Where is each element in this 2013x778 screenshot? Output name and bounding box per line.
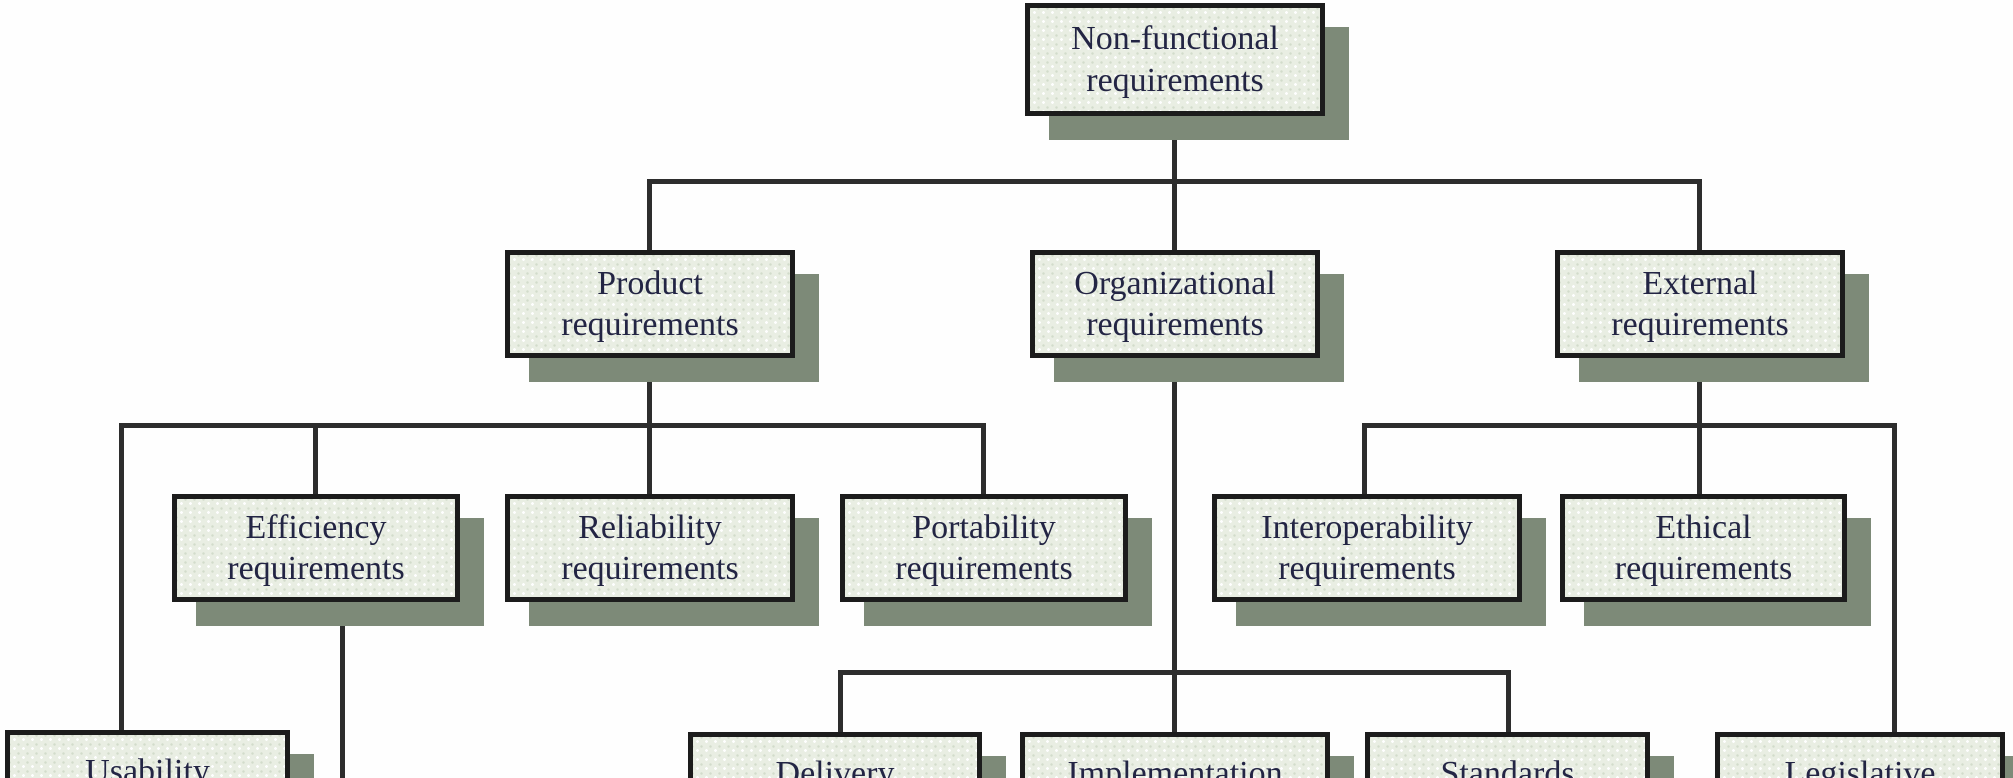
node-implementation-requirements: Implementation (1020, 732, 1330, 778)
connector-drop-usability (119, 423, 124, 733)
node-standards-requirements: Standards (1365, 732, 1650, 778)
node-interoperability-requirements: Interoperability requirements (1212, 494, 1522, 602)
connector-level1-bar (648, 179, 1702, 184)
connector-drop-external (1697, 179, 1702, 254)
node-label: Non-functional requirements (1071, 20, 1279, 99)
connector-drop-portability (981, 423, 986, 498)
node-label: External requirements (1611, 264, 1789, 343)
node-label: Standards (1440, 755, 1575, 778)
node-external-requirements: External requirements (1555, 250, 1845, 358)
connector-product-bar (119, 423, 986, 428)
connector-efficiency-stem (340, 600, 345, 778)
node-nonfunctional-requirements: Non-functional requirements (1025, 3, 1325, 116)
node-legislative-requirements: Legislative (1715, 732, 2005, 778)
node-label: Reliability requirements (561, 508, 739, 587)
connector-drop-legislative (1892, 423, 1897, 734)
node-efficiency-requirements: Efficiency requirements (172, 494, 460, 602)
node-label: Implementation (1067, 755, 1283, 778)
connector-organizational-stem (1172, 356, 1177, 734)
node-usability-requirements: Usability (5, 730, 290, 778)
node-label: Portability requirements (895, 508, 1073, 587)
node-ethical-requirements: Ethical requirements (1560, 494, 1847, 602)
node-label: Organizational requirements (1074, 264, 1276, 343)
node-label: Delivery (775, 755, 895, 778)
node-label: Interoperability requirements (1261, 508, 1473, 587)
connector-drop-efficiency (313, 423, 318, 498)
node-label: Efficiency requirements (227, 508, 405, 587)
node-label: Legislative (1784, 755, 1936, 778)
node-organizational-requirements: Organizational requirements (1030, 250, 1320, 358)
node-label: Usability (85, 753, 210, 778)
connector-organizational-bar (838, 670, 1511, 675)
connector-drop-product (647, 179, 652, 254)
connector-external-bar (1362, 423, 1897, 428)
connector-drop-standards (1506, 670, 1511, 734)
node-product-requirements: Product requirements (505, 250, 795, 358)
node-portability-requirements: Portability requirements (840, 494, 1128, 602)
node-delivery-requirements: Delivery (688, 732, 982, 778)
node-label: Product requirements (561, 264, 739, 343)
connector-drop-interoperability (1362, 423, 1367, 498)
node-reliability-requirements: Reliability requirements (505, 494, 795, 602)
node-label: Ethical requirements (1614, 508, 1793, 587)
connector-drop-delivery (838, 670, 843, 734)
